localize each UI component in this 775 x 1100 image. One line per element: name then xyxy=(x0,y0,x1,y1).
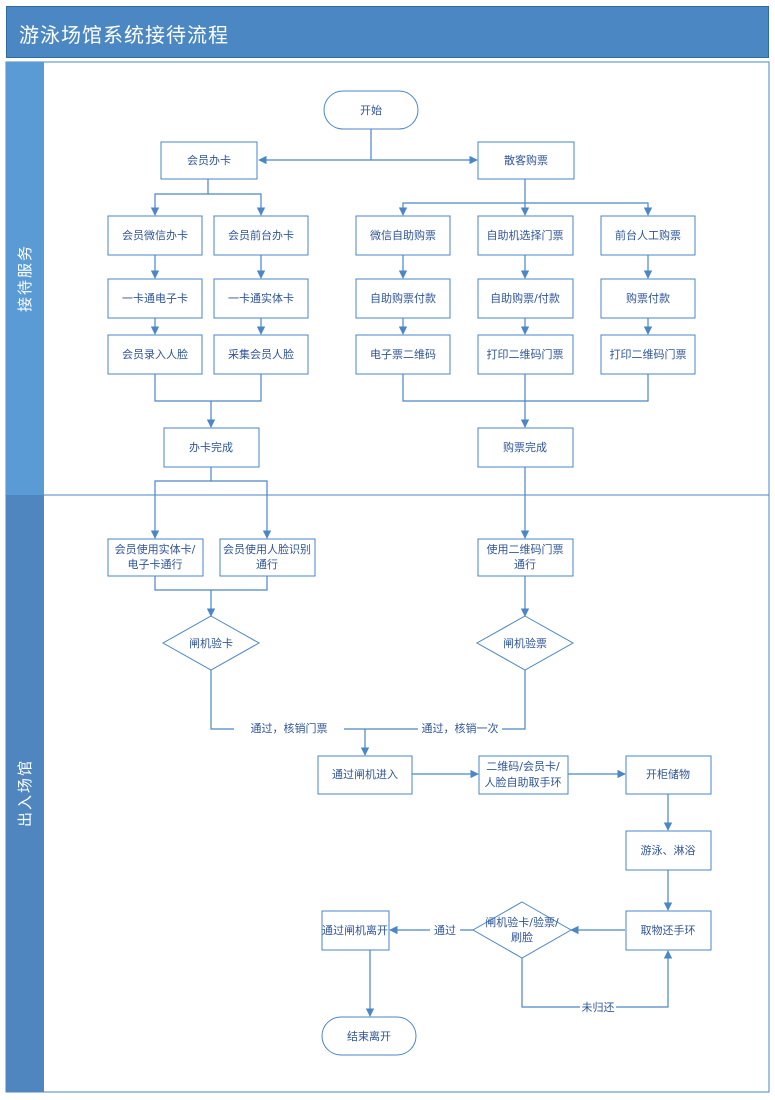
print-qr1-label: 打印二维码门票 xyxy=(487,347,564,361)
lane-2-label: 出入场馆 xyxy=(16,759,34,827)
face-enroll-node xyxy=(107,334,203,375)
use-card-label-2: 电子卡通行 xyxy=(128,558,183,571)
edge-guest-split-right xyxy=(525,202,653,216)
lane-2-header xyxy=(6,495,44,1092)
self-pay-label: 自助购票付款 xyxy=(370,291,436,305)
gate-exit-check-node xyxy=(471,901,573,959)
use-qr-label-1: 使用二维码门票 xyxy=(487,542,564,556)
gate-ticket-label: 闸机验票 xyxy=(503,636,547,650)
edge-labels: 通过，核销门票 通过，核销一次 通过 未归还 xyxy=(234,720,616,1015)
edge-merge-card-done xyxy=(154,374,262,402)
use-card-label-1: 会员使用实体卡/ xyxy=(115,542,196,556)
ecard-node xyxy=(107,278,203,319)
use-qr-node xyxy=(477,538,574,577)
physical-card-node xyxy=(213,278,309,319)
nodes: 开始 会员办卡 散客购票 会员微信办卡 会员前台办卡 微信自助购票 自助机选择门… xyxy=(107,90,712,1056)
exit-gate-node xyxy=(321,910,390,951)
kiosk-ticket-node xyxy=(477,215,574,256)
kiosk-ticket-label: 自助机选择门票 xyxy=(487,228,564,242)
face-collect-label: 采集会员人脸 xyxy=(228,347,294,361)
end-node-label: 结束离开 xyxy=(347,1029,391,1043)
kiosk-pay-label: 自助购票/付款 xyxy=(490,291,560,305)
gate-card-node xyxy=(161,615,261,671)
eticket-qr-label: 电子票二维码 xyxy=(370,348,436,361)
pay-label: 购票付款 xyxy=(626,291,670,305)
edge-label-pass-verify-once: 通过，核销一次 xyxy=(422,721,499,735)
front-card-label: 会员前台办卡 xyxy=(228,228,294,242)
physical-card-label: 一卡通实体卡 xyxy=(228,291,294,305)
print-qr2-node xyxy=(600,334,696,375)
return-band-node xyxy=(625,910,712,951)
swim-label: 游泳、淋浴 xyxy=(641,843,696,857)
gate-card-label: 闸机验卡 xyxy=(189,636,233,650)
print-qr1-node xyxy=(477,334,574,375)
exit-gate-label: 通过闸机离开 xyxy=(322,923,388,937)
card-done-label: 办卡完成 xyxy=(189,440,233,454)
get-band-label-2: 人脸自助取手环 xyxy=(485,775,562,789)
eticket-qr-node xyxy=(355,334,451,375)
wechat-card-node xyxy=(107,215,203,256)
wechat-card-label: 会员微信办卡 xyxy=(122,228,188,242)
guest-ticket-node xyxy=(477,141,575,180)
edge-label-not-returned: 未归还 xyxy=(582,1000,615,1014)
edge-guest-split xyxy=(398,179,526,216)
edge-card-done-split-right xyxy=(211,480,272,539)
start-node xyxy=(323,90,419,130)
ecard-label: 一卡通电子卡 xyxy=(122,292,188,305)
lane-1-label: 接待服务 xyxy=(16,244,34,312)
start-node-label: 开始 xyxy=(360,103,382,117)
guest-ticket-label: 散客购票 xyxy=(504,153,548,167)
gate-ticket-node xyxy=(475,615,575,671)
use-face-label-1: 会员使用人脸识别 xyxy=(223,542,311,556)
edge-label-pass: 通过 xyxy=(434,924,456,937)
wechat-ticket-label: 微信自助购票 xyxy=(370,228,436,242)
kiosk-pay-node xyxy=(477,278,574,319)
ticket-done-label: 购票完成 xyxy=(503,440,547,454)
lane-1-header xyxy=(6,62,44,495)
locker-label: 开柜储物 xyxy=(646,767,690,781)
edge-label-pass-verify-ticket: 通过，核销门票 xyxy=(251,721,328,735)
face-enroll-label: 会员录入人脸 xyxy=(122,347,188,361)
gate-exit-check-label-2: 刷脸 xyxy=(511,930,533,944)
page-title: 游泳场馆系统接待流程 xyxy=(19,23,229,47)
print-qr2-label: 打印二维码门票 xyxy=(610,347,687,361)
locker-node xyxy=(625,755,712,795)
self-pay-node xyxy=(355,278,451,319)
get-band-node xyxy=(478,755,569,795)
end-node xyxy=(321,1016,417,1056)
member-card-node xyxy=(160,141,258,180)
use-face-label-2: 通行 xyxy=(256,558,278,571)
edge-member-card-split xyxy=(150,179,209,216)
pay-node xyxy=(600,278,696,319)
return-band-label: 取物还手环 xyxy=(641,923,696,937)
front-ticket-node xyxy=(600,215,696,256)
wechat-ticket-node xyxy=(355,215,451,256)
front-ticket-label: 前台人工购票 xyxy=(615,228,681,242)
gate-exit-check-label-1: 闸机验卡/验票/ xyxy=(485,915,559,929)
face-collect-node xyxy=(213,334,309,375)
edges xyxy=(150,129,673,1017)
title-bar: 游泳场馆系统接待流程 xyxy=(6,6,769,58)
edge-member-card-split-right xyxy=(208,193,266,216)
swim-node xyxy=(625,830,712,871)
edge-card-done-split xyxy=(150,467,212,539)
use-face-node xyxy=(219,538,316,577)
card-done-node xyxy=(163,427,260,468)
get-band-label-1: 二维码/会员卡/ xyxy=(486,760,560,773)
member-card-label: 会员办卡 xyxy=(187,154,231,167)
enter-gate-node xyxy=(317,755,413,795)
enter-gate-label: 通过闸机进入 xyxy=(332,767,398,781)
ticket-done-node xyxy=(477,427,574,468)
use-qr-label-2: 通行 xyxy=(514,558,536,571)
front-card-node xyxy=(213,215,309,256)
use-card-node xyxy=(107,538,204,577)
